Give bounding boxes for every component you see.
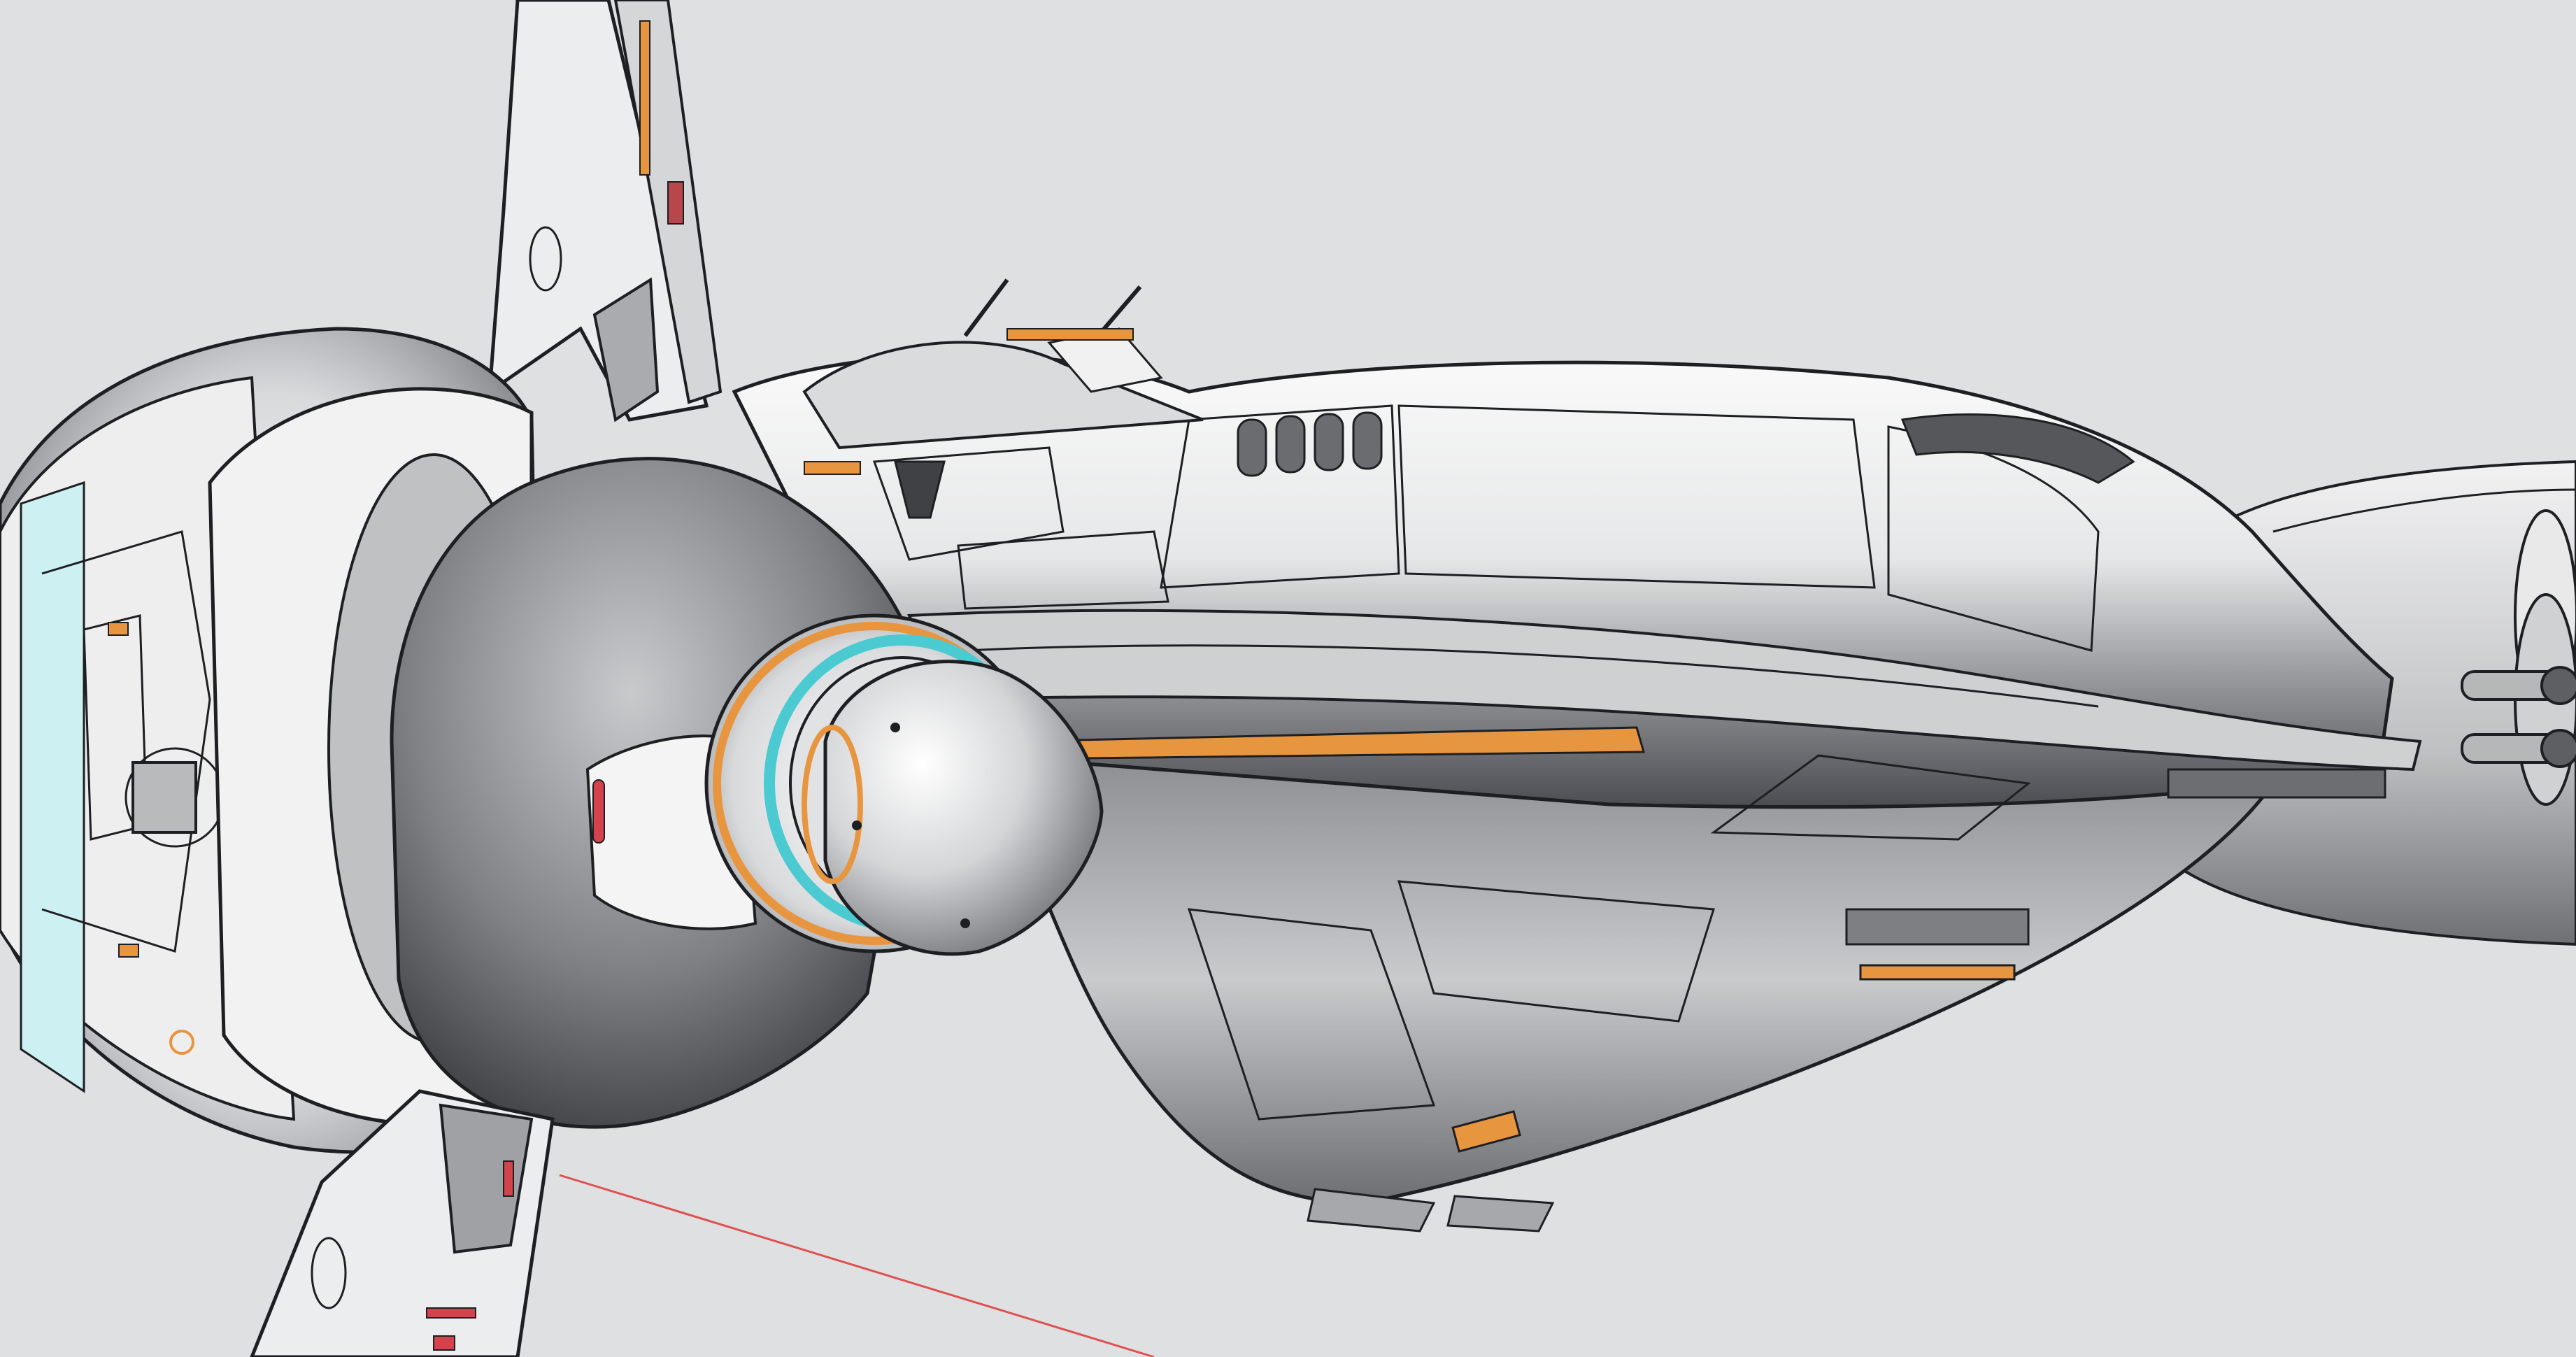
red-axis-line-icon [559, 1174, 1155, 1357]
hull-panels [872, 404, 2100, 1121]
engine-nacelle [390, 457, 1104, 1129]
dorsal-structure [802, 278, 1204, 475]
upper-pylon [488, 0, 723, 422]
cockpit-windows [894, 411, 2135, 519]
thruster-nozzles [2461, 666, 2576, 768]
ventral-vents [1307, 768, 2386, 1232]
lower-pylon [250, 1089, 555, 1357]
main-hull [732, 278, 2422, 1232]
